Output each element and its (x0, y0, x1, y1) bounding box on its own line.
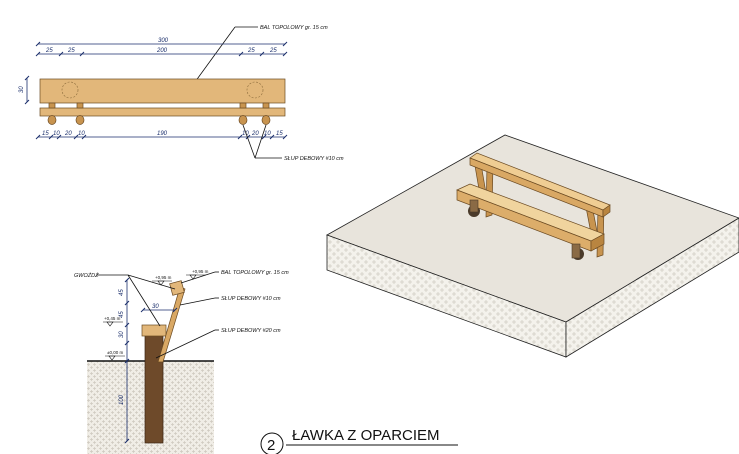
seat-plank-section (141, 324, 167, 337)
dim-tick (282, 134, 288, 140)
dim-tick (269, 134, 275, 140)
sec-post10-label: SŁUP DEBOWY #10 cm (221, 296, 281, 302)
dim-b-g: 20 (251, 131, 259, 137)
dim-tick (124, 438, 130, 444)
post-foot (47, 115, 57, 125)
seat-plank-end (590, 233, 605, 252)
dim-tick (172, 307, 178, 313)
dim-tick (124, 358, 130, 364)
dim-tick (238, 51, 244, 57)
sec-level-seat: +0,45 m (104, 316, 121, 321)
dim-b-a: 15 (42, 131, 49, 137)
sec-post20-label: SŁUP DEBOWY #20 cm (221, 328, 281, 334)
post-leader (242, 124, 256, 159)
sec-level-top: +0,95 m (155, 275, 172, 280)
dim-tick (124, 277, 130, 283)
sheet-number-circle (260, 432, 284, 454)
post-connector (48, 102, 56, 109)
sec-level-ground: ±0,00 m (107, 350, 123, 355)
post20-leader (155, 329, 216, 359)
seat-stump (469, 199, 479, 213)
dim-tick (124, 300, 130, 306)
post-leader (254, 124, 267, 159)
dim-tick (245, 134, 251, 140)
dim-b-c: 20 (64, 131, 72, 137)
post-hidden-outline (246, 81, 264, 99)
title-block: 2 ŁAWKA Z OPARCIEM (260, 427, 458, 454)
slab-right-side (565, 217, 739, 358)
plan-plank (39, 78, 286, 104)
dim-tick (35, 51, 41, 57)
dim-tick (58, 51, 64, 57)
post-connector (76, 102, 84, 109)
dim-tick (261, 134, 267, 140)
main-post-20 (144, 334, 164, 444)
dim-b-f: 10 (242, 131, 249, 137)
dim-tick (282, 41, 288, 47)
dim-tick (140, 307, 146, 313)
dim-side: 30 (19, 86, 25, 93)
dim-overall: 300 (158, 38, 169, 44)
dim-seg1: 25 (45, 48, 53, 54)
dim-b-h: 10 (264, 131, 271, 137)
level-marker (108, 355, 116, 361)
sec-plank-label: BAL TOPOLOWY gr. 15 cm (221, 270, 289, 276)
nail-leader (127, 274, 161, 327)
sec-level-top2: +0,95 m (192, 269, 209, 274)
dim-tick (259, 51, 265, 57)
dim-tick (35, 134, 41, 140)
sec-dim-c: 30 (152, 304, 159, 310)
dim-tick (237, 134, 243, 140)
plan-rail (39, 107, 286, 117)
dim-tick (124, 340, 130, 346)
post-foot (261, 115, 271, 125)
dim-seg5: 25 (269, 48, 277, 54)
post-hidden-outline (61, 81, 79, 99)
dim-b-i: 15 (276, 131, 283, 137)
level-marker (106, 321, 114, 327)
dim-tick (81, 134, 87, 140)
sec-dim-d: 30 (119, 331, 125, 338)
dim-seg2: 25 (67, 48, 75, 54)
dim-b-d: 10 (78, 131, 85, 137)
sec-dim-b: 45 (119, 311, 125, 318)
plan-view: BAL TOPOLOWY gr. 15 cm 300 25 25 200 25 … (19, 25, 344, 162)
plank-leader (180, 271, 216, 284)
sheet-number: 2 (267, 437, 275, 454)
dim-seg3: 200 (156, 48, 168, 54)
post10-leader (179, 297, 216, 306)
plank-leader (194, 26, 236, 83)
plan-plank-label: BAL TOPOLOWY gr. 15 cm (260, 25, 328, 31)
post-connector (262, 102, 270, 109)
dim-tick (35, 41, 41, 47)
backrest-plank-section (169, 280, 185, 296)
backrest-rail-end (602, 204, 611, 218)
dim-seg4: 25 (247, 48, 255, 54)
dim-tick (73, 134, 79, 140)
dim-tick (24, 99, 30, 105)
dim-tick (282, 51, 288, 57)
nail-leader (127, 274, 176, 290)
plan-post-label: SŁUP DEBOWY #10 cm (284, 156, 344, 162)
sec-dim-e: 100 (119, 394, 125, 405)
dim-tick (48, 134, 54, 140)
isometric-view (326, 134, 739, 358)
sec-dim-a: 45 (119, 289, 125, 296)
section-view: 45 45 30 100 30 +0,95 m +0,95 m +0,45 m … (74, 269, 289, 454)
post-connector (239, 102, 247, 109)
seat-stump (571, 243, 581, 259)
dim-b-e: 190 (157, 131, 168, 137)
back-post-10 (157, 286, 186, 363)
post-foot (75, 115, 85, 125)
dim-tick (24, 75, 30, 81)
drawing-title: ŁAWKA Z OPARCIEM (292, 427, 440, 444)
dim-tick (124, 322, 130, 328)
dim-b-b: 10 (53, 131, 60, 137)
dim-tick (79, 51, 85, 57)
dim-tick (56, 134, 62, 140)
sec-nail-label: GWOŹDŹ (74, 272, 99, 279)
post-foot (238, 115, 248, 125)
